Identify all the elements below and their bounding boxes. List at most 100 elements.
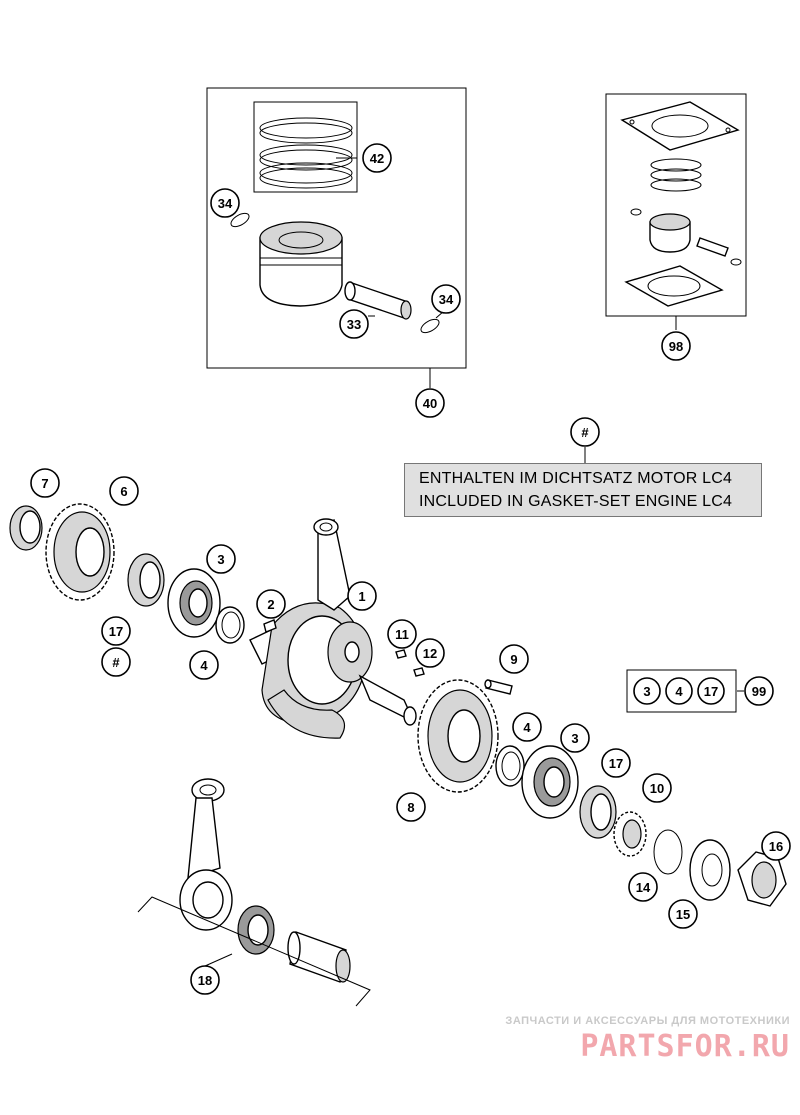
oil-seal-7 xyxy=(9,505,43,551)
connecting-rod-18 xyxy=(179,778,233,931)
piston-kit-box xyxy=(206,87,467,369)
callout-3-right-label: 3 xyxy=(571,731,578,746)
callout-18: 18 xyxy=(190,965,220,995)
small-piston-pin xyxy=(696,237,729,257)
callout-8-label: 8 xyxy=(407,800,414,815)
callout-7: 7 xyxy=(30,468,60,498)
callout-3-left-label: 3 xyxy=(217,552,224,567)
note-line-german: ENTHALTEN IM DICHTSATZ MOTOR LC4 xyxy=(419,470,733,487)
callout-17-left-label: 17 xyxy=(109,624,123,639)
crankshaft-1 xyxy=(249,602,417,739)
gear-8 xyxy=(417,679,499,793)
callout-10: 10 xyxy=(642,773,672,803)
callout-12: 12 xyxy=(415,638,445,668)
callout-3-right: 3 xyxy=(560,723,590,753)
small-piston xyxy=(649,213,691,253)
callout-4-right-label: 4 xyxy=(523,720,531,735)
callout-33: 33 xyxy=(339,309,369,339)
key-11 xyxy=(395,649,407,659)
kit-callout-4-label: 4 xyxy=(675,684,683,699)
circlip-left xyxy=(230,212,250,228)
callout-11-label: 11 xyxy=(395,627,409,642)
kit-callout-3: 3 xyxy=(633,677,661,705)
callout-99-label: 99 xyxy=(752,684,766,699)
callout-7-label: 7 xyxy=(41,476,48,491)
base-gasket xyxy=(624,265,724,307)
watermark: ЗАПЧАСТИ И АКСЕССУАРЫ ДЛЯ МОТОТЕХНИКИ PA… xyxy=(470,1015,790,1064)
pin-9 xyxy=(484,679,513,695)
callout-15: 15 xyxy=(668,899,698,929)
callout-17-right: 17 xyxy=(601,748,631,778)
circlip-14 xyxy=(653,829,683,875)
washer-4-left xyxy=(215,606,245,644)
callout-4-right: 4 xyxy=(512,712,542,742)
kit-callout-4: 4 xyxy=(665,677,693,705)
small-circlip-right xyxy=(730,258,742,266)
callout-14-label: 14 xyxy=(636,880,651,895)
crank-pin xyxy=(287,931,351,983)
bracket-18 xyxy=(137,896,371,1007)
washer-4-right xyxy=(495,745,525,787)
key-12 xyxy=(413,667,425,677)
bearing-3-right xyxy=(521,745,579,819)
watermark-logo: PARTSFOR.RU xyxy=(580,1029,790,1064)
callout-42: 42 xyxy=(362,143,392,173)
kit-99-box xyxy=(626,669,737,713)
callout-34-right-label: 34 xyxy=(439,292,454,307)
callout-17-left: 17 xyxy=(101,616,131,646)
watermark-tagline: ЗАПЧАСТИ И АКСЕССУАРЫ ДЛЯ МОТОТЕХНИКИ xyxy=(505,1015,790,1027)
connecting-rod-upper xyxy=(313,518,351,611)
callout-11: 11 xyxy=(387,619,417,649)
callout-33-label: 33 xyxy=(347,317,361,332)
callout-40: 40 xyxy=(415,388,445,418)
callout-9: 9 xyxy=(499,644,529,674)
gear-6 xyxy=(45,503,115,601)
bearing-3-left xyxy=(167,568,221,638)
callout-98: 98 xyxy=(661,331,691,361)
kit-callout-17: 17 xyxy=(697,677,725,705)
piston-pin xyxy=(344,281,412,320)
callout-1: 1 xyxy=(347,581,377,611)
seal-17-right xyxy=(579,785,617,839)
gasket-set-note: ENTHALTEN IM DICHTSATZ MOTOR LC4 INCLUDE… xyxy=(404,463,762,517)
callout-6-label: 6 xyxy=(120,484,127,499)
callout-34-left-label: 34 xyxy=(218,196,233,211)
callout-42-label: 42 xyxy=(370,151,384,166)
callout-1-label: 1 xyxy=(358,589,365,604)
callout-2: 2 xyxy=(256,589,286,619)
callout-40-label: 40 xyxy=(423,396,437,411)
note-line-english: INCLUDED IN GASKET-SET ENGINE LC4 xyxy=(419,493,733,510)
callout-hash-left: # xyxy=(101,647,131,677)
washer-15 xyxy=(689,839,731,901)
callout-99: 99 xyxy=(744,676,774,706)
kit-callout-3-label: 3 xyxy=(643,684,650,699)
needle-bearing xyxy=(237,905,275,955)
callout-hash-left-label: # xyxy=(112,655,120,670)
callout-15-label: 15 xyxy=(676,907,690,922)
leader-18 xyxy=(204,953,233,967)
callout-17-right-label: 17 xyxy=(609,756,623,771)
callout-14: 14 xyxy=(628,872,658,902)
head-gasket xyxy=(620,101,740,151)
callout-4-left: 4 xyxy=(189,650,219,680)
circlip-right xyxy=(420,318,440,334)
callout-8: 8 xyxy=(396,792,426,822)
callout-10-label: 10 xyxy=(650,781,664,796)
callout-34-left: 34 xyxy=(210,188,240,218)
sprocket-10 xyxy=(613,811,647,857)
callout-2-label: 2 xyxy=(267,597,274,612)
callout-4-left-label: 4 xyxy=(200,658,208,673)
callout-hash-top-label: # xyxy=(581,425,589,440)
callout-hash-top: # xyxy=(570,417,600,447)
woodruff-key-2 xyxy=(263,619,277,633)
callout-98-label: 98 xyxy=(669,339,683,354)
callout-16: 16 xyxy=(761,831,791,861)
callout-6: 6 xyxy=(109,476,139,506)
piston xyxy=(259,221,343,307)
nut-16 xyxy=(737,851,787,907)
piston-ring-set-box xyxy=(253,101,358,193)
small-circlip-left xyxy=(630,208,642,216)
callout-3-left: 3 xyxy=(206,544,236,574)
seal-17-left xyxy=(127,553,165,607)
